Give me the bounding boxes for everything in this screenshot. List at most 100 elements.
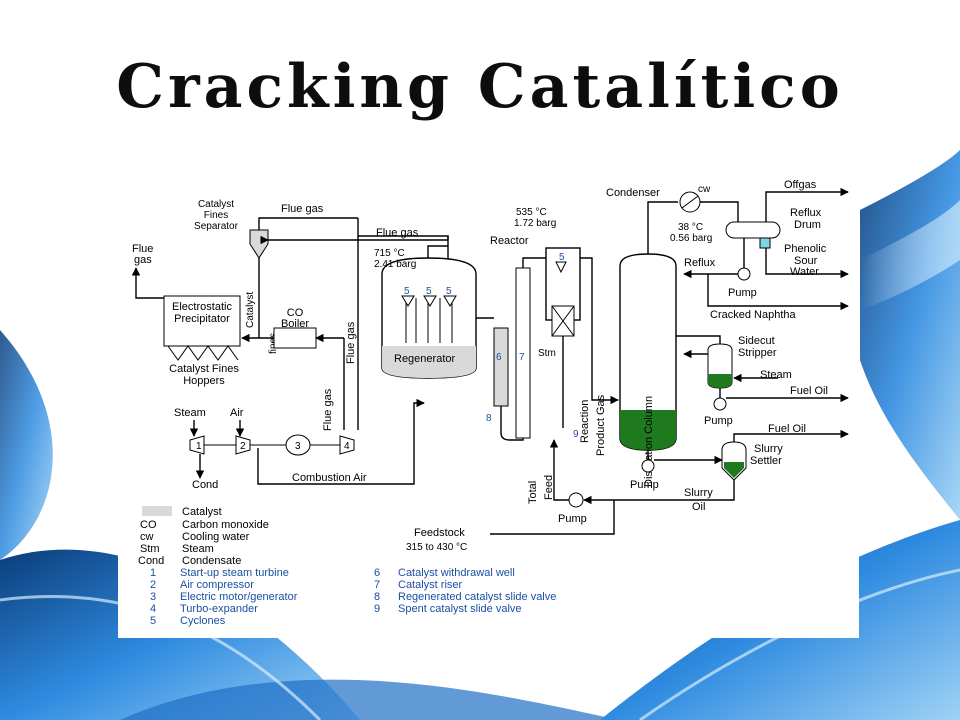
legend-left-3-text: Turbo-expander: [180, 603, 258, 615]
regenerator: Regenerator 5 5 5: [381, 257, 477, 379]
flue-gas-exhaust: [131, 267, 198, 299]
label-cond-temp: 38 °C: [678, 222, 703, 233]
label-air: Air: [230, 407, 244, 419]
legend-left-3-num: 4: [150, 603, 156, 615]
label-cond-press: 0.56 barg: [670, 233, 712, 244]
label-slurry: Slurry: [684, 487, 713, 499]
label-sour: Sour: [794, 255, 818, 267]
legend-left-0-text: Start-up steam turbine: [180, 567, 289, 579]
legend-right-1-text: Catalyst riser: [398, 579, 463, 591]
legend-left-4-text: Cyclones: [180, 615, 226, 627]
legend-left-1-text: Air compressor: [180, 579, 254, 591]
label-slurry-settler-1: Slurry: [754, 443, 783, 455]
offgas-line: [765, 187, 849, 222]
legend-right-1-num: 7: [374, 579, 380, 591]
label-flue-gas-mid: Flue gas: [376, 227, 419, 239]
num-8: 8: [486, 413, 492, 424]
legend-abbrev-4-key: Cond: [138, 555, 164, 567]
num-5a: 5: [404, 286, 410, 297]
num-7: 7: [519, 352, 525, 363]
label-slurry-settler-2: Settler: [750, 455, 782, 467]
label-total: Total: [527, 481, 539, 504]
legend-abbrev-2-key: cw: [140, 531, 154, 543]
label-reflux: Reflux: [684, 257, 716, 269]
num-5d: 5: [559, 252, 565, 263]
label-fuel-oil-2: Fuel Oil: [768, 423, 806, 435]
label-combustion-air: Combustion Air: [292, 472, 367, 484]
label-regenerator: Regenerator: [394, 353, 455, 365]
legend-abbrev-3-key: Stm: [140, 543, 160, 555]
label-flue-gas-top: Flue gas: [281, 203, 324, 215]
turbine-train: 1 2 3 4: [189, 434, 355, 456]
num-4: 4: [344, 441, 350, 452]
co-boiler: CO Boiler: [273, 307, 317, 349]
label-stm: Stm: [538, 348, 556, 359]
label-sidecut-2: Stripper: [738, 347, 777, 359]
label-hoppers-1: Catalyst Fines: [169, 363, 239, 375]
legend-right-0-text: Catalyst withdrawal well: [398, 567, 515, 579]
label-feed-temp: 315 to 430 °C: [406, 542, 467, 553]
reactor: 5 9: [545, 247, 581, 440]
label-precipitator-2: Precipitator: [174, 313, 230, 325]
total-feed-line: [549, 439, 569, 501]
label-sidecut-1: Sidecut: [738, 335, 775, 347]
label-phenolic: Phenolic: [784, 243, 827, 255]
bottoms-pump-icon: [641, 459, 655, 473]
feedstock-line: [490, 500, 615, 535]
slide-title: Cracking Catalítico: [116, 52, 844, 122]
label-pump-mid: Pump: [704, 415, 733, 427]
cracked-naphtha-line: [707, 274, 849, 311]
label-reactor: Reactor: [490, 235, 529, 247]
connector: [676, 335, 721, 344]
num-1: 1: [196, 441, 202, 452]
num-3: 3: [295, 441, 301, 452]
label-product-gas: Product Gas: [595, 394, 607, 456]
fuel-oil-line-2: [733, 429, 849, 442]
label-pump-bottom: Pump: [630, 479, 659, 491]
legend-abbrev-4-value: Condensate: [182, 555, 241, 567]
label-water: Water: [790, 266, 819, 278]
combustion-air-line: [257, 398, 425, 485]
reflux-pump-icon: [737, 267, 751, 281]
label-reactor-temp: 535 °C: [516, 207, 547, 218]
legend-left-2-num: 3: [150, 591, 156, 603]
label-distillation-column: Distillation Column: [643, 396, 655, 487]
label-cw: cw: [698, 184, 711, 195]
label-cond: Cond: [192, 479, 218, 491]
label-flue-gas-vertical: Flue gas: [345, 321, 357, 364]
label-pump-feed: Pump: [558, 513, 587, 525]
label-oil: Oil: [692, 501, 705, 513]
num-6: 6: [496, 352, 502, 363]
label-offgas: Offgas: [784, 179, 817, 191]
legend-right-2-num: 8: [374, 591, 380, 603]
label-condenser: Condenser: [606, 187, 660, 199]
legend-right-3-text: Spent catalyst slide valve: [398, 603, 522, 615]
reaction-product-line: [580, 257, 619, 405]
stripper-pump-icon: [713, 397, 727, 411]
label-hoppers-2: Hoppers: [183, 375, 225, 387]
overhead-vapor-line: [647, 201, 678, 254]
num-5b: 5: [426, 286, 432, 297]
label-catalyst-fines-1: Catalyst: [245, 292, 256, 328]
distillation-column: Distillation Column: [619, 253, 677, 487]
legend-left-2-text: Electric motor/generator: [180, 591, 298, 603]
label-steam-left: Steam: [174, 407, 206, 419]
catalyst-fines-separator: Catalyst Fines Separator: [194, 199, 269, 259]
connector: [681, 195, 699, 209]
label-feed: Feed: [543, 475, 555, 500]
slurry-settler: [721, 441, 747, 481]
legend-left-4-num: 5: [150, 615, 156, 627]
legend-right-0-num: 6: [374, 567, 380, 579]
legend-catalyst-swatch: [142, 506, 172, 516]
legend-abbrev-0-value: Catalyst: [182, 506, 222, 518]
legend-abbrev-3-value: Steam: [182, 543, 214, 555]
label-flue-gas-lower: Flue gas: [322, 388, 334, 431]
legend-abbrev-1-key: CO: [140, 519, 157, 531]
label-precipitator-1: Electrostatic: [172, 301, 232, 313]
label-cracked-naphtha: Cracked Naphtha: [710, 309, 796, 321]
label-catalyst-fines-separator-3: Separator: [194, 221, 239, 232]
feed-pump-icon: [568, 492, 584, 508]
label-co-boiler-1: CO: [287, 307, 304, 319]
legend-abbrev-2-value: Cooling water: [182, 531, 250, 543]
legend: Catalyst CO Carbon monoxide cw Cooling w…: [138, 506, 556, 627]
